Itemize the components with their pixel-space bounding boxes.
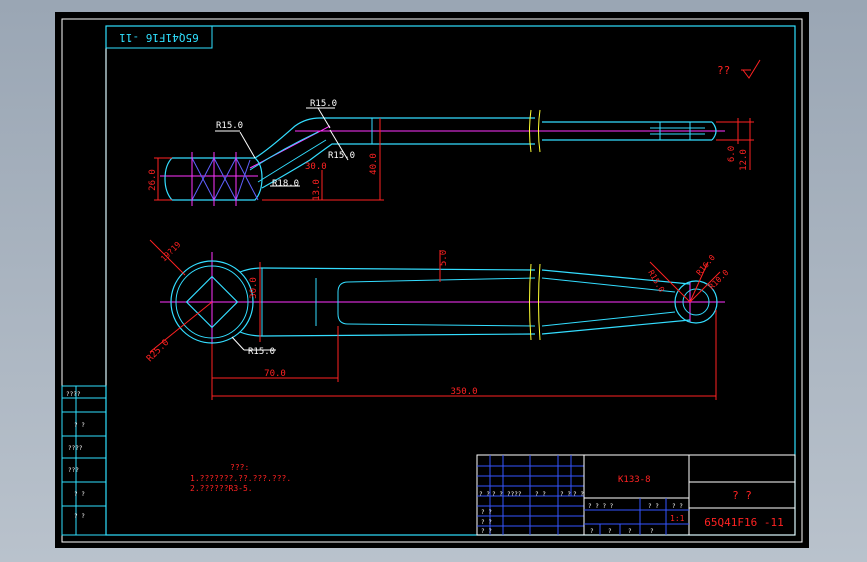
title-bottom-0: ? [590, 528, 594, 535]
title-mid-0: ? ? ? ? [588, 503, 614, 510]
dim-front-5: 5.0 [439, 250, 449, 266]
note-2: 2.??????R3-5. [190, 484, 253, 493]
title-header-0: ? ? [479, 491, 490, 498]
side-cell-0: ???? [66, 391, 81, 398]
wrench-head-top [164, 157, 263, 201]
title-row-2: ? ? [481, 528, 492, 535]
side-cell-5: ? ? [74, 513, 85, 520]
title-mid-1: ? ? [648, 503, 659, 510]
side-table [61, 385, 107, 536]
dim-front-30: 30.0 [249, 277, 259, 299]
side-cell-4: ? ? [74, 491, 85, 498]
code-box: 65Q41F16 -11 [105, 25, 213, 49]
dim-40: 40.0 [369, 153, 379, 175]
dim-350: 350.0 [450, 387, 477, 397]
dim-12: 12.0 [739, 149, 749, 171]
note-1: 1.???????.??.???.???. [190, 474, 291, 483]
title-header-2: ???? [507, 491, 522, 498]
dim-r15-left: R15.0 [248, 347, 275, 357]
code-box-text: 65Q41F16 -11 [119, 31, 198, 44]
side-cell-1: ? ? [74, 422, 85, 429]
title-part-no: K133-8 [618, 475, 651, 485]
title-header-3: ? ? [535, 491, 546, 498]
title-row-1: ? ? [481, 519, 492, 526]
dim-70: 70.0 [264, 369, 286, 379]
title-row-0: ? ? [481, 509, 492, 516]
dim-r15-a: R15.0 [216, 121, 243, 131]
front-view: 19?19 30.0 5.0 R15.0 R25.0 R15.0 R16.0 R… [145, 239, 731, 400]
side-cell-2: ???? [68, 445, 83, 452]
technical-notes: ???: 1.???????.??.???.???. 2.??????R3-5. [190, 463, 291, 493]
dim-13: 13.0 [312, 179, 322, 201]
title-bottom-1: ? [608, 528, 612, 535]
dim-30: 30.0 [305, 162, 327, 172]
outer-frame [61, 18, 803, 543]
notes-title: ???: [230, 463, 249, 472]
title-header-5: ? ? [573, 491, 584, 498]
title-header-1: ? ? [492, 491, 503, 498]
side-cell-3: ??? [68, 467, 79, 474]
roughness-symbol: ?? [717, 59, 761, 79]
dim-26: 26.0 [148, 169, 158, 191]
dim-r15-c: R15.0 [328, 151, 355, 161]
title-mid-2: ? ? [672, 503, 683, 510]
roughness-text: ?? [717, 64, 730, 77]
dim-r15-b: R15.0 [310, 99, 337, 109]
wrench-head-circle [170, 260, 254, 344]
title-drawing-no: 65Q41F16 -11 [704, 516, 783, 529]
title-bottom-3: ? [650, 528, 654, 535]
dim-r18: R18.0 [272, 179, 299, 189]
title-scale: 1:1 [670, 514, 685, 523]
title-header-4: ? ? [560, 491, 571, 498]
top-view: R15.0 R15.0 R15.0 R18.0 30.0 26.0 13.0 4… [148, 99, 754, 206]
title-name: ? ? [732, 489, 752, 502]
title-block [476, 454, 796, 536]
title-bottom-2: ? [628, 528, 632, 535]
dim-6: 6.0 [727, 146, 737, 162]
